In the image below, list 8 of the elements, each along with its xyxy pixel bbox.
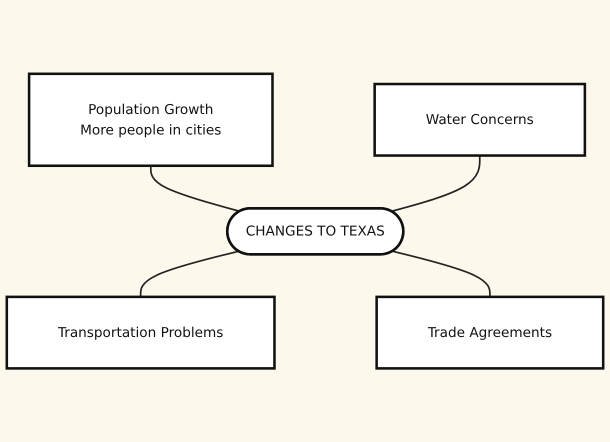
node-box: Trade Agreements — [375, 295, 604, 370]
connector — [392, 250, 491, 297]
node-box: Water Concerns — [373, 82, 586, 157]
node-box: Transportation Problems — [6, 295, 276, 370]
connector — [150, 166, 240, 212]
connector — [140, 250, 239, 297]
node-box: Population Growth More people in cities — [28, 72, 274, 167]
connector — [391, 155, 481, 212]
